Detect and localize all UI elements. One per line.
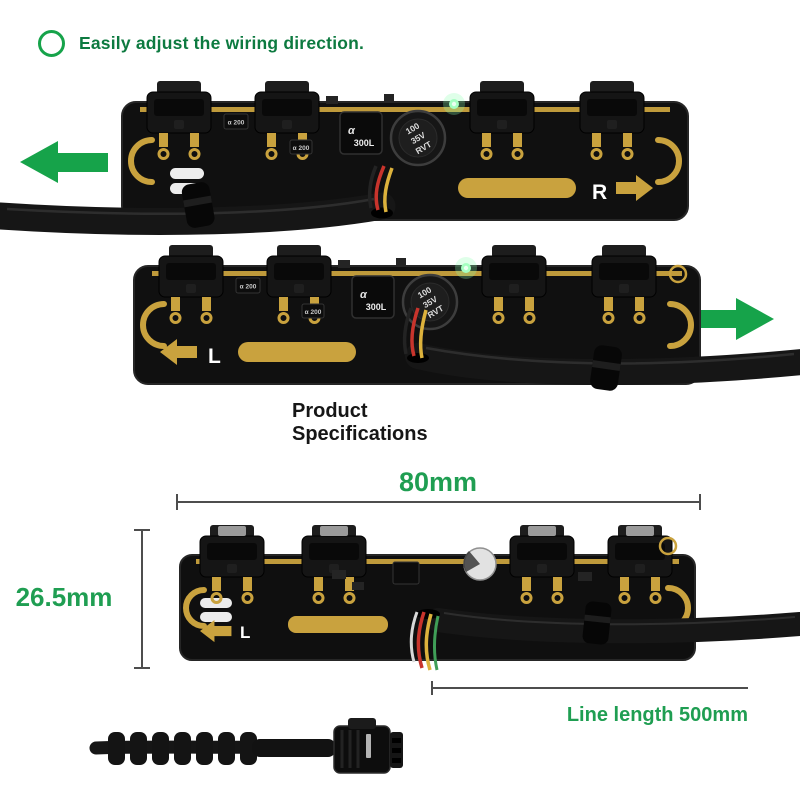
connector-cap (528, 526, 556, 536)
green-arrow-right-icon (690, 298, 774, 340)
cable-right (405, 343, 800, 385)
cable-left (0, 192, 396, 235)
connector-cap (218, 526, 246, 536)
gold-crescent-left (183, 587, 207, 629)
width-dimension-label: 80mm (399, 467, 477, 497)
gold-oval-pad (288, 616, 388, 633)
cable-clamp (582, 601, 612, 645)
white-wire (409, 611, 419, 663)
capacitor-top-view (463, 547, 497, 581)
wire-bundle (409, 609, 440, 671)
feature-callout: Easily adjust the wiring direction. (38, 30, 364, 57)
gold-crescent-right (655, 137, 682, 185)
wire-bundle (367, 165, 394, 219)
port-label-l: L (240, 623, 250, 642)
spec-heading-line2: Specifications (292, 423, 428, 445)
red-wire (416, 611, 426, 669)
led-label: LED (399, 549, 413, 556)
spec-heading: Product Specifications (292, 400, 428, 446)
line-length-label: Line length 500mm (567, 704, 748, 726)
board-photo-middle: L (133, 243, 800, 391)
port-label-r: R (592, 181, 607, 204)
latch (348, 718, 376, 729)
black-wire (367, 165, 378, 209)
cable-connector-photo (89, 718, 403, 774)
gold-edge-strip (196, 559, 679, 564)
circle-bullet-icon (38, 30, 65, 57)
feature-title: Easily adjust the wiring direction. (79, 33, 365, 53)
cable-clamp (181, 182, 215, 228)
height-dimension: 26.5mm (16, 529, 150, 669)
green-wire (433, 615, 440, 671)
spec-heading-line1: Product (292, 400, 368, 422)
brand-logo (658, 536, 678, 556)
brand-logo (668, 264, 688, 284)
connector-cap (626, 526, 654, 536)
gold-crescent-right (667, 301, 694, 349)
yellow-wire (383, 167, 394, 213)
gold-crescent-left (128, 137, 155, 185)
connector-plug (333, 718, 403, 774)
yellow-wire (418, 309, 428, 359)
red-wire (374, 165, 386, 211)
ic-chip (392, 561, 420, 585)
green-arrow-left-icon (20, 141, 108, 183)
board-photo-top: R (0, 79, 689, 235)
yellow-wire (424, 613, 433, 671)
cable-clamp (590, 345, 622, 391)
black-wire (402, 307, 413, 355)
gold-oval-pad (458, 178, 576, 198)
line-length-dimension: Line length 500mm (431, 681, 748, 726)
gold-crescent-left (140, 301, 167, 349)
strain-relief-ribs (108, 732, 257, 765)
red-wire (410, 307, 420, 357)
gold-edge-strip (152, 271, 682, 276)
width-dimension: 80mm (176, 467, 701, 510)
wire-bundle (402, 307, 429, 363)
label-marking (366, 734, 371, 758)
gold-edge-strip (140, 107, 670, 112)
gold-oval-pad (238, 342, 356, 362)
board-photo-spec: LED L (179, 523, 800, 671)
port-label-l: L (208, 345, 221, 368)
height-dimension-label: 26.5mm (16, 582, 113, 612)
cable-neck (252, 739, 336, 757)
white-pad (200, 612, 232, 622)
white-pad (170, 168, 204, 179)
connector-cap (320, 526, 348, 536)
